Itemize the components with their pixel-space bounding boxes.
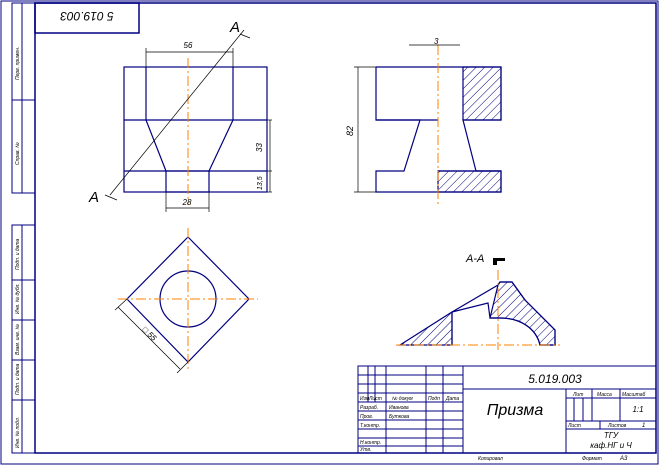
dim-top-width: 56 <box>184 41 193 50</box>
section-view <box>397 281 556 346</box>
side-label-1: Перв. примен. <box>15 47 21 80</box>
tb-col-list: Лист <box>368 396 382 402</box>
side-strip <box>11 2 36 454</box>
side-hatch-top <box>462 66 502 121</box>
tb-format-label: Формат <box>582 456 602 462</box>
side-dims <box>354 44 460 193</box>
tb-org-line1: ТГУ <box>604 431 619 440</box>
tb-sheets-label: Листов <box>607 423 627 429</box>
side-label-7: Инв. № подл. <box>15 417 21 448</box>
dim-side-height: 82 <box>345 126 355 136</box>
side-label-2: Справ. № <box>15 142 21 165</box>
tb-col-date: Дата <box>445 396 459 402</box>
top-left-stamp: 5 019.003 <box>34 2 140 34</box>
tb-copied-label: Копировал <box>478 456 503 462</box>
section-title: А-А <box>465 253 484 265</box>
plan-axes <box>118 228 258 372</box>
front-view <box>123 66 268 193</box>
tb-part-name: Призма <box>487 402 544 419</box>
tb-name-1: Иванова <box>389 405 409 411</box>
dim-side-top: 3 <box>434 37 439 46</box>
tb-role-approve: Утв. <box>360 447 371 453</box>
front-dims <box>104 29 272 212</box>
stamp-text: 5 019.003 <box>60 9 114 23</box>
tb-scale-value: 1:1 <box>632 405 643 414</box>
side-hatch-bottom <box>437 170 502 193</box>
tb-role-tcontrol: Т.контр. <box>360 423 380 429</box>
tb-sheet-label: Лист <box>567 423 581 429</box>
tb-sheets-value: 1 <box>642 423 645 429</box>
section-marker-top: А <box>229 19 240 36</box>
tb-mass-label: Масса <box>597 392 612 398</box>
title-block <box>357 365 657 454</box>
tb-lit-label: Лит <box>572 392 583 398</box>
section-marker-bottom: А <box>88 189 99 206</box>
tb-col-sign: Подп <box>428 396 440 402</box>
tb-role-developer: Разраб. <box>360 405 378 411</box>
side-label-3: Подп. и дата <box>15 238 21 270</box>
dim-base-height: 13,5 <box>257 176 264 190</box>
tb-format-value: А3 <box>619 456 628 462</box>
side-label-4: Инв. № дубл. <box>15 283 21 314</box>
side-label-6: Подп. и дата <box>15 363 21 395</box>
dim-lower-height: 33 <box>255 143 264 152</box>
side-label-5: Взам. инв. № <box>15 323 21 355</box>
tb-doc-number: 5.019.003 <box>528 372 582 386</box>
section-arrow-icon <box>493 258 505 265</box>
section-axes <box>396 270 560 350</box>
tb-col-doc: № докум <box>392 396 413 402</box>
tb-org-line2: каф.НГ и Ч <box>590 441 632 450</box>
tb-role-ncontrol: Н.контр. <box>360 440 381 446</box>
tb-scale-label: Масштаб <box>622 392 646 398</box>
tb-name-2: Буткова <box>389 414 409 420</box>
dim-plan-diag: □ 55 <box>141 325 159 343</box>
dim-bottom-width: 28 <box>182 198 192 207</box>
tb-col-izm: Изм <box>360 396 370 402</box>
tb-role-checker: Пров. <box>360 414 373 420</box>
plan-dims <box>114 298 189 374</box>
